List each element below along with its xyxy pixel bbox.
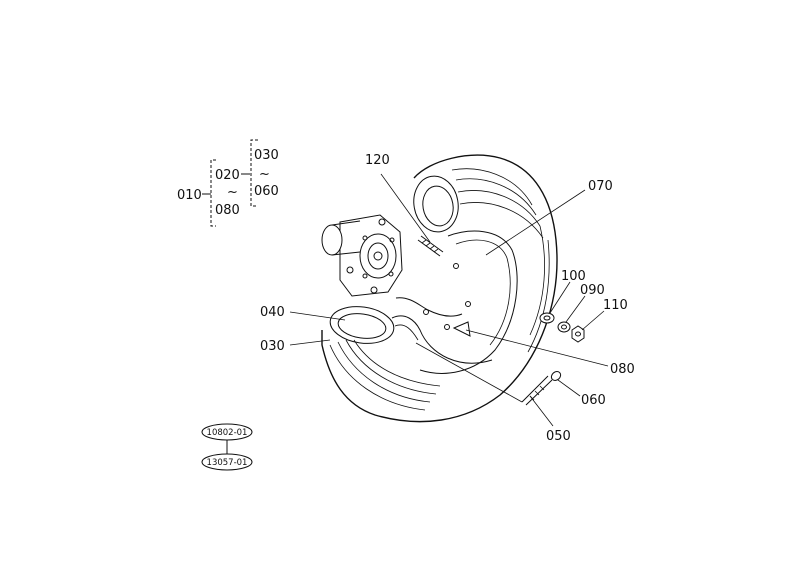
tree-tilde-b: ~ bbox=[259, 167, 270, 182]
tree-label-020: 020 bbox=[215, 168, 240, 183]
callout-labels: 120 070 040 030 100 090 110 080 060 050 bbox=[260, 153, 635, 444]
callout-050: 050 bbox=[546, 429, 571, 444]
callout-100: 100 bbox=[561, 269, 586, 284]
tree-tilde-a: ~ bbox=[227, 185, 238, 200]
tree-label-010: 010 bbox=[177, 188, 202, 203]
reference-ovals: 10802-01 13057-01 bbox=[201, 423, 253, 471]
hub-drawing bbox=[321, 214, 403, 297]
callout-120: 120 bbox=[365, 153, 390, 168]
callout-070: 070 bbox=[588, 179, 613, 194]
callout-110: 110 bbox=[603, 298, 628, 313]
ref-code-bottom: 13057-01 bbox=[207, 458, 248, 468]
fastener-drawing bbox=[539, 312, 585, 343]
callout-090: 090 bbox=[580, 283, 605, 298]
callout-040: 040 bbox=[260, 305, 285, 320]
tree-label-080: 080 bbox=[215, 203, 240, 218]
ref-code-top: 10802-01 bbox=[207, 428, 248, 438]
stud-bolt-drawing bbox=[417, 235, 444, 257]
tire-drawing bbox=[321, 154, 558, 423]
tree-label-030: 030 bbox=[254, 148, 279, 163]
callout-030: 030 bbox=[260, 339, 285, 354]
callout-080: 080 bbox=[610, 362, 635, 377]
tree-label-060: 060 bbox=[254, 184, 279, 199]
callout-060: 060 bbox=[581, 393, 606, 408]
leader-lines bbox=[289, 173, 609, 427]
ref-oval-bottom bbox=[201, 453, 253, 471]
valve-stem-drawing bbox=[521, 371, 562, 406]
part-hierarchy-tree: 010 020 ~ 080 030 ~ 060 bbox=[177, 139, 279, 227]
